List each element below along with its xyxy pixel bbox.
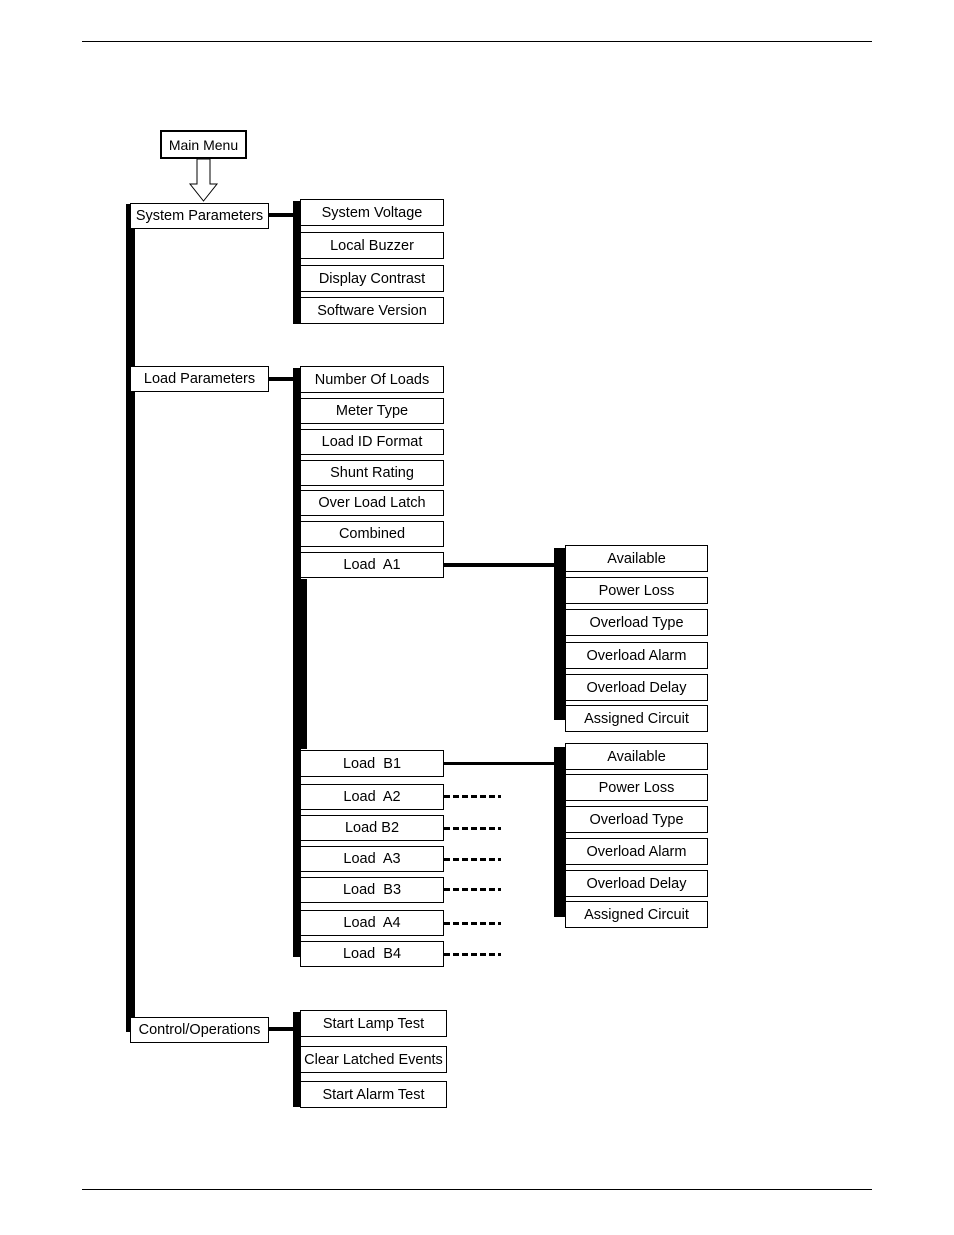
system-voltage-label: System Voltage (321, 204, 423, 221)
load-a3-label: Load A3 (343, 851, 401, 867)
b1-power-loss-label: Power Loss (598, 779, 675, 796)
combined-label: Combined (338, 526, 406, 542)
load-a1-box: Load A1 (300, 552, 444, 578)
load-b4-box: Load B4 (300, 941, 444, 967)
b1-available-label: Available (607, 748, 666, 765)
load-a1-label: Load A1 (343, 557, 401, 573)
connector-system (269, 213, 295, 217)
shunt-rating-box: Shunt Rating (300, 460, 444, 486)
load-a4-dashes (444, 922, 501, 925)
display-contrast-box: Display Contrast (300, 265, 444, 292)
local-buzzer-box: Local Buzzer (300, 232, 444, 259)
load-id-format-label: Load ID Format (321, 434, 423, 450)
load-a4-label: Load A4 (343, 915, 401, 931)
shunt-rating-label: Shunt Rating (330, 465, 414, 481)
load-spine-bottom (293, 749, 301, 957)
load-b3-dashes (444, 888, 501, 891)
load-a1-spine (554, 548, 566, 720)
start-alarm-test-box: Start Alarm Test (300, 1081, 447, 1108)
software-version-box: Software Version (300, 297, 444, 324)
control-spine (293, 1012, 301, 1107)
a1-assigned-circuit-box: Assigned Circuit (565, 705, 708, 732)
b1-assigned-circuit-box: Assigned Circuit (565, 901, 708, 928)
header-rule (82, 41, 872, 42)
a1-available-box: Available (565, 545, 708, 572)
load-spine-top (293, 368, 301, 579)
load-a2-box: Load A2 (300, 784, 444, 810)
control-operations-label: Control/Operations (138, 1022, 261, 1038)
b1-overload-alarm-box: Overload Alarm (565, 838, 708, 865)
load-b4-label: Load B4 (342, 946, 402, 962)
meter-type-box: Meter Type (300, 398, 444, 424)
load-b2-label: Load B2 (344, 820, 400, 836)
software-version-label: Software Version (317, 302, 427, 319)
load-b4-dashes (444, 953, 501, 956)
load-b1-spine (554, 747, 566, 917)
a1-overload-delay-box: Overload Delay (565, 674, 708, 701)
a1-available-label: Available (607, 550, 666, 567)
connector-load-a1 (444, 563, 556, 567)
b1-assigned-circuit-label: Assigned Circuit (584, 906, 689, 923)
b1-overload-delay-label: Overload Delay (586, 875, 687, 892)
b1-overload-alarm-label: Overload Alarm (586, 843, 687, 860)
a1-power-loss-box: Power Loss (565, 577, 708, 604)
load-parameters-label: Load Parameters (143, 371, 256, 387)
system-spine (293, 201, 301, 324)
load-a3-box: Load A3 (300, 846, 444, 872)
load-spine-mid (293, 579, 307, 749)
system-parameters-box: System Parameters (130, 203, 269, 229)
b1-overload-delay-box: Overload Delay (565, 870, 708, 897)
a1-assigned-circuit-label: Assigned Circuit (584, 710, 689, 727)
load-parameters-box: Load Parameters (130, 366, 269, 392)
load-a2-dashes (444, 795, 501, 798)
load-a2-label: Load A2 (343, 789, 401, 805)
b1-overload-type-box: Overload Type (565, 806, 708, 833)
load-id-format-box: Load ID Format (300, 429, 444, 455)
combined-box: Combined (300, 521, 444, 547)
load-a4-box: Load A4 (300, 910, 444, 936)
load-b3-label: Load B3 (342, 882, 402, 898)
b1-overload-type-label: Overload Type (589, 811, 684, 828)
load-b2-box: Load B2 (300, 815, 444, 841)
a1-overload-alarm-box: Overload Alarm (565, 642, 708, 669)
number-of-loads-box: Number Of Loads (300, 366, 444, 393)
over-load-latch-box: Over Load Latch (300, 490, 444, 516)
main-spine (126, 204, 135, 1032)
load-b2-dashes (444, 827, 501, 830)
number-of-loads-label: Number Of Loads (314, 371, 430, 388)
a1-power-loss-label: Power Loss (598, 582, 675, 599)
local-buzzer-label: Local Buzzer (330, 237, 414, 254)
clear-latched-events-box: Clear Latched Events (300, 1046, 447, 1073)
system-voltage-box: System Voltage (300, 199, 444, 226)
control-operations-box: Control/Operations (130, 1017, 269, 1043)
meter-type-label: Meter Type (335, 403, 409, 419)
display-contrast-label: Display Contrast (318, 270, 426, 287)
start-alarm-test-label: Start Alarm Test (322, 1086, 425, 1103)
main-menu-label: Main Menu (168, 136, 239, 153)
load-a3-dashes (444, 858, 501, 861)
over-load-latch-label: Over Load Latch (318, 495, 426, 511)
main-menu-box: Main Menu (160, 130, 247, 159)
connector-load (269, 377, 295, 381)
a1-overload-type-box: Overload Type (565, 609, 708, 636)
b1-available-box: Available (565, 743, 708, 770)
connector-control (269, 1027, 295, 1031)
start-lamp-test-label: Start Lamp Test (322, 1015, 425, 1032)
start-lamp-test-box: Start Lamp Test (300, 1010, 447, 1037)
a1-overload-delay-label: Overload Delay (586, 679, 687, 696)
connector-load-b1 (444, 762, 556, 765)
a1-overload-type-label: Overload Type (589, 614, 684, 631)
load-b1-box: Load B1 (300, 750, 444, 777)
a1-overload-alarm-label: Overload Alarm (586, 647, 687, 664)
load-b3-box: Load B3 (300, 877, 444, 903)
b1-power-loss-box: Power Loss (565, 774, 708, 801)
system-parameters-label: System Parameters (135, 208, 264, 224)
load-b1-label: Load B1 (342, 755, 402, 772)
footer-rule (82, 1189, 872, 1190)
clear-latched-events-label: Clear Latched Events (304, 1051, 443, 1068)
